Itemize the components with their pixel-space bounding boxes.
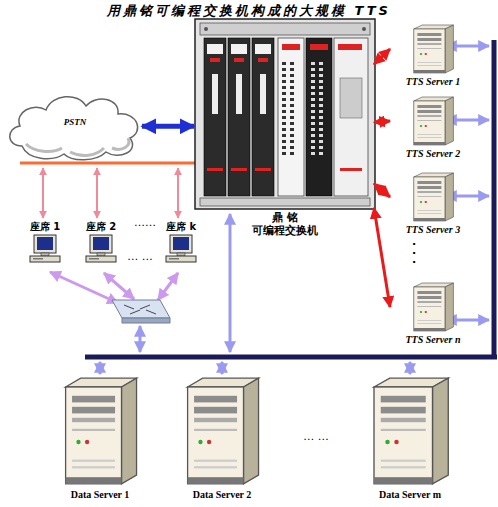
seat-wires: [43, 168, 178, 218]
data-bus: [85, 355, 497, 360]
switch-equipment: 鼎 铭 可编程交换机: [194, 18, 376, 238]
server-icon: [409, 282, 457, 332]
node-label: Data Server 1: [71, 489, 130, 500]
pc-icon: [28, 234, 62, 264]
node-label: 座席 2: [86, 220, 116, 234]
trunk-link: [142, 124, 194, 129]
node-label: TTS Server 1: [406, 76, 460, 87]
ellipsis-mark: · · ·: [410, 240, 418, 267]
agent-seat: 座席 1: [16, 220, 74, 272]
ellipsis-mark: … …: [286, 430, 346, 443]
hub-symbol: [112, 300, 170, 323]
data-server: Data Server m: [358, 376, 462, 504]
ellipsis-mark: … …: [122, 250, 158, 263]
switch-chassis: [194, 18, 376, 210]
server-icon: [365, 376, 455, 486]
server-icon: [409, 96, 457, 146]
server-icon: [57, 376, 143, 486]
voice-link: [374, 121, 390, 122]
tts-server: TTS Server n: [388, 282, 478, 350]
node-label: 鼎 铭 可编程交换机: [245, 211, 325, 237]
node-label: PSTN: [64, 117, 87, 127]
node-label: 座席 k: [166, 220, 196, 234]
tts-server: TTS Server 2: [388, 96, 478, 164]
pc-icon: [84, 234, 118, 264]
voice-link: [374, 184, 390, 197]
hub-wires: [50, 272, 178, 303]
orange-bus: [20, 162, 196, 165]
network-cloud: PSTN: [4, 88, 146, 162]
server-icon: [409, 24, 457, 74]
tts-server: TTS Server 3: [388, 172, 478, 240]
agent-seat: 座席 2: [72, 220, 130, 272]
agent-seat: 座席 k: [152, 220, 210, 272]
tts-server: TTS Server 1: [388, 24, 478, 92]
server-icon: [409, 172, 457, 222]
data-server: Data Server 2: [172, 376, 272, 504]
node-label: TTS Server 3: [406, 224, 460, 235]
voice-link: [374, 49, 390, 64]
diagram-title: 用鼎铭可编程交换机构成的大规模 TTS: [0, 2, 498, 20]
server-icon: [179, 376, 265, 486]
node-label: TTS Server 2: [406, 148, 460, 159]
data-server: Data Server 1: [50, 376, 150, 504]
node-label: TTS Server n: [406, 334, 461, 345]
ellipsis-mark: ……: [130, 216, 160, 229]
node-label: 座席 1: [30, 220, 60, 234]
data-bus-vertical: [492, 40, 497, 359]
pc-icon: [164, 234, 198, 264]
node-label: Data Server m: [379, 489, 441, 500]
node-label: Data Server 2: [193, 489, 252, 500]
voice-link: [374, 208, 390, 307]
